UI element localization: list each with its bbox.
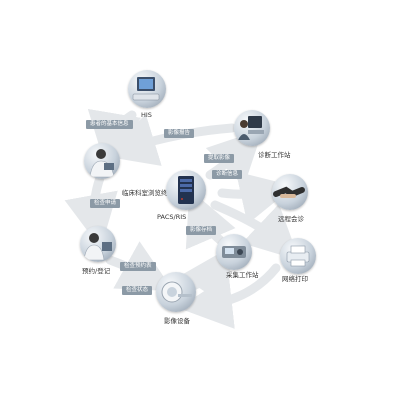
diagnosis-station-label: 诊断工作站 <box>258 151 291 159</box>
printer-icon <box>286 245 310 267</box>
remote-consultation-label: 远程会诊 <box>278 215 304 223</box>
pacs-ris-label: PACS/RIS <box>157 213 187 221</box>
clinical-terminal-node <box>84 143 120 179</box>
his-node <box>128 70 166 108</box>
acquisition-device-icon <box>222 246 246 258</box>
ct-scanner-icon <box>161 281 192 303</box>
workstation-icon <box>238 116 264 140</box>
server-icon <box>178 176 194 204</box>
tag-exam-request: 检查申请 <box>90 199 121 208</box>
tag-exam-appointment: 检查预约表 <box>120 262 156 271</box>
network-printing-node <box>280 238 316 274</box>
tag-exam-status: 检查状态 <box>122 286 153 295</box>
pacs-ris-node <box>166 170 206 210</box>
appointment-registration-node <box>80 226 116 262</box>
imaging-equipment-node <box>156 272 196 312</box>
tag-patient-info: 患者的基本信息 <box>86 120 133 129</box>
tag-diagnosis-info: 诊断信息 <box>212 170 243 179</box>
imaging-equipment-label: 影像设备 <box>164 317 190 325</box>
tag-imaging-report: 影像报告 <box>164 129 195 138</box>
clinical-terminal-label: 临床科室浏览终端 <box>122 189 174 197</box>
tag-retrieve-images: 提取影像 <box>204 154 235 163</box>
handshake-icon <box>273 186 305 198</box>
doctor-icon <box>89 149 115 178</box>
monitor-keyboard-icon <box>132 77 160 101</box>
his-label: HIS <box>141 111 152 119</box>
network-printing-label: 网络打印 <box>282 275 308 283</box>
doctor-computer-icon <box>83 233 112 261</box>
acquisition-station-node <box>216 234 252 270</box>
tag-image-storage: 影像存档 <box>186 226 217 235</box>
arrow-printer-to-equipment <box>178 263 281 329</box>
remote-consultation-node <box>272 174 308 210</box>
acquisition-station-label: 采集工作站 <box>226 271 259 279</box>
diagnosis-station-node <box>234 110 270 146</box>
arrow-pacs-to-remote <box>217 171 295 225</box>
appointment-registration-label: 预约/登记 <box>82 267 111 275</box>
